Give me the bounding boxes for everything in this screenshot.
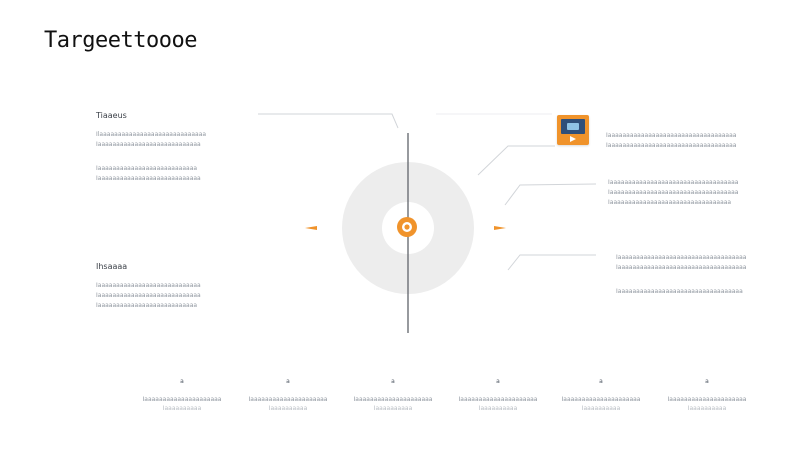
play-icon — [570, 136, 576, 142]
right-block-line: Iaaaaaaaaaaaaaaaaaaaaaaaaaaaaaaaaaaa — [616, 264, 747, 271]
bottom-item-line: Iaaaaaaaaaaaaaaaaaaaaa — [458, 396, 538, 403]
bottom-item-label: a — [599, 378, 603, 385]
bottom-item-label: a — [496, 378, 500, 385]
bottom-item-label: a — [286, 378, 290, 385]
left-block-line: Iaaaaaaaaaaaaaaaaaaaaaaaaaaaa — [96, 141, 201, 148]
right-block-middle: Iaaaaaaaaaaaaaaaaaaaaaaaaaaaaaaaaaaa Iaa… — [608, 178, 748, 208]
target-icon — [397, 217, 417, 237]
right-block-line: Iaaaaaaaaaaaaaaaaaaaaaaaaaaaaaaaaaaa — [608, 189, 739, 196]
bottom-item-label: a — [391, 378, 395, 385]
connector-top-left — [258, 113, 399, 129]
connector-top-right — [477, 145, 555, 176]
bottom-item-line: Iaaaaaaaaaa — [373, 405, 413, 412]
left-block-line: Iaaaaaaaaaaaaaaaaaaaaaaaaaaaa — [96, 175, 201, 182]
left-block-heading: Tiaaeus — [96, 111, 127, 120]
bottom-item-line: Iaaaaaaaaaaaaaaaaaaaaa — [248, 396, 328, 403]
bottom-item-line: Iaaaaaaaaaaaaaaaaaaaaa — [142, 396, 222, 403]
bottom-item-line: Iaaaaaaaaaa — [478, 405, 518, 412]
bottom-item: a Iaaaaaaaaaaaaaaaaaaaaa Iaaaaaaaaaa — [243, 378, 333, 413]
left-block-line: Iaaaaaaaaaaaaaaaaaaaaaaaaaaaa — [96, 292, 201, 299]
left-block-heading: Ihsaaaa — [96, 262, 128, 271]
right-block-line: Iaaaaaaaaaaaaaaaaaaaaaaaaaaaaaaaaa — [608, 199, 732, 206]
left-block-line: Iaaaaaaaaaaaaaaaaaaaaaaaaaaa — [96, 165, 198, 172]
bottom-item: a Iaaaaaaaaaaaaaaaaaaaaa Iaaaaaaaaaa — [453, 378, 543, 413]
bottom-item-line: Iaaaaaaaaaaaaaaaaaaaaa — [561, 396, 641, 403]
bottom-item: a Iaaaaaaaaaaaaaaaaaaaaa Iaaaaaaaaaa — [137, 378, 227, 413]
right-block-line: Iaaaaaaaaaaaaaaaaaaaaaaaaaaaaaaaaaaa — [616, 254, 747, 261]
bottom-item: a Iaaaaaaaaaaaaaaaaaaaaa Iaaaaaaaaaa — [348, 378, 438, 413]
bottom-item: a Iaaaaaaaaaaaaaaaaaaaaa Iaaaaaaaaaa — [556, 378, 646, 413]
right-block-bottom: Iaaaaaaaaaaaaaaaaaaaaaaaaaaaaaaaaaaa Iaa… — [616, 253, 756, 297]
bottom-item: a Iaaaaaaaaaaaaaaaaaaaaa Iaaaaaaaaaa — [662, 378, 752, 413]
page-title: Targeettoooe — [44, 28, 197, 53]
bottom-item-line: Iaaaaaaaaaaaaaaaaaaaaa — [667, 396, 747, 403]
bottom-item-label: a — [705, 378, 709, 385]
video-thumbnail-icon — [557, 115, 589, 145]
connector-low-right — [507, 254, 596, 271]
bottom-item-line: Iaaaaaaaaaa — [687, 405, 727, 412]
left-arrow-marker — [305, 226, 317, 230]
left-block-line: Iaaaaaaaaaaaaaaaaaaaaaaaaaaaa — [96, 282, 201, 289]
bottom-item-line: Iaaaaaaaaaa — [268, 405, 308, 412]
right-block-line: Iaaaaaaaaaaaaaaaaaaaaaaaaaaaaaaaaaa — [616, 288, 743, 295]
left-block-line: Iaaaaaaaaaaaaaaaaaaaaaaaaaaa — [96, 302, 198, 309]
right-block-top: Iaaaaaaaaaaaaaaaaaaaaaaaaaaaaaaaaaaa Iaa… — [606, 131, 746, 151]
left-block-bottom: Ihsaaaa Iaaaaaaaaaaaaaaaaaaaaaaaaaaaa Ia… — [96, 262, 226, 311]
bottom-item-line: Iaaaaaaaaaa — [581, 405, 621, 412]
right-block-line: Iaaaaaaaaaaaaaaaaaaaaaaaaaaaaaaaaaaa — [606, 142, 737, 149]
left-block-top: Tiaaeus Ilaaaaaaaaaaaaaaaaaaaaaaaaaaaaa … — [96, 111, 226, 184]
right-block-line: Iaaaaaaaaaaaaaaaaaaaaaaaaaaaaaaaaaaa — [606, 132, 737, 139]
thumbnail-chip — [567, 123, 579, 130]
bottom-item-line: Iaaaaaaaaaaaaaaaaaaaaa — [353, 396, 433, 403]
left-block-line: Ilaaaaaaaaaaaaaaaaaaaaaaaaaaaaa — [96, 131, 207, 138]
right-arrow-marker — [494, 226, 506, 230]
connector-mid-right — [504, 183, 597, 206]
right-block-line: Iaaaaaaaaaaaaaaaaaaaaaaaaaaaaaaaaaaa — [608, 179, 739, 186]
bottom-item-label: a — [180, 378, 184, 385]
bottom-item-line: Iaaaaaaaaaa — [162, 405, 202, 412]
thumbnail-screen — [561, 119, 585, 134]
